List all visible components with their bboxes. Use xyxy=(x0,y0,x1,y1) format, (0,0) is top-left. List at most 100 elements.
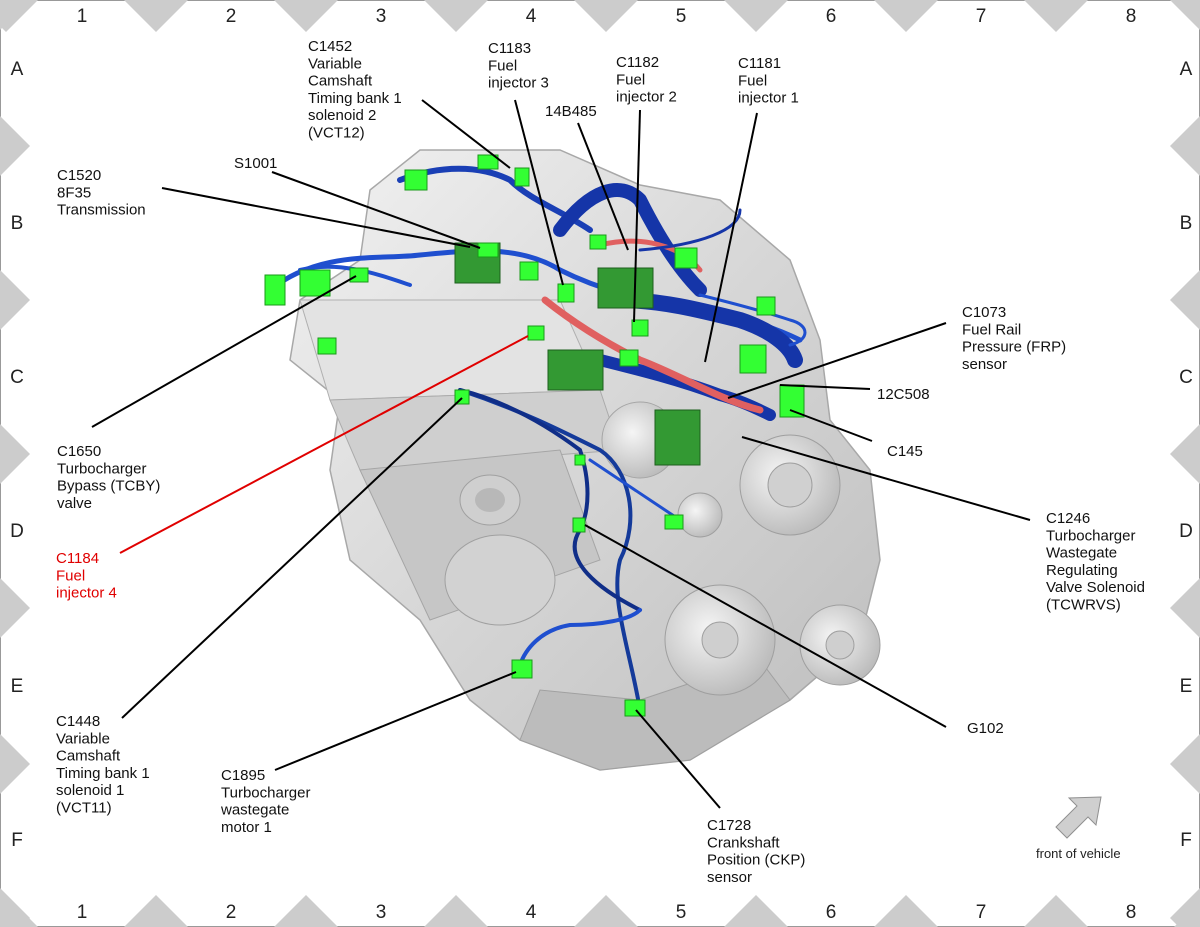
callout-line: sensor xyxy=(962,356,1007,373)
front-arrow-icon xyxy=(1055,796,1102,839)
grid-col-label-top: 1 xyxy=(77,6,88,27)
grid-marker xyxy=(724,895,788,927)
callout-line: Timing bank 1 xyxy=(308,90,402,107)
callout-line: Regulating xyxy=(1046,562,1118,579)
callout-line: solenoid 1 xyxy=(56,782,124,799)
callout-line: C1650 xyxy=(57,443,101,460)
grid-marker xyxy=(574,895,638,927)
callout-line: Valve Solenoid xyxy=(1046,579,1145,596)
callout-line: (TCWRVS) xyxy=(1046,597,1121,614)
grid-col-label-bottom: 4 xyxy=(526,902,537,923)
callout-line: (VCT12) xyxy=(308,125,365,142)
callout-line: C1895 xyxy=(221,767,265,784)
grid-marker xyxy=(1024,0,1088,32)
grid-row-label-left: E xyxy=(11,676,24,697)
callout-line: S1001 xyxy=(234,155,277,172)
callout-line: injector 3 xyxy=(488,75,549,92)
grid-col-label-bottom: 7 xyxy=(976,902,987,923)
callout-line: Timing bank 1 xyxy=(56,765,150,782)
grid-col-label-bottom: 6 xyxy=(826,902,837,923)
grid-row-label-left: C xyxy=(10,367,24,388)
grid-marker xyxy=(1170,888,1200,927)
grid-marker xyxy=(874,0,938,32)
callout-14b485: 14B485 xyxy=(545,103,597,120)
callout-line: C1182 xyxy=(616,54,659,71)
callout-line: Fuel xyxy=(56,567,85,584)
callout-line: injector 4 xyxy=(56,585,117,602)
grid-col-label-top: 7 xyxy=(976,6,987,27)
callout-12c508: 12C508 xyxy=(877,386,930,403)
grid-row-label-right: D xyxy=(1179,521,1193,542)
callout-line: C1728 xyxy=(707,817,751,834)
callout-line: C1184 xyxy=(56,550,99,567)
grid-col-label-bottom: 3 xyxy=(376,902,387,923)
callout-line: Turbocharger xyxy=(1046,527,1136,544)
grid-marker xyxy=(724,0,788,32)
grid-marker xyxy=(1170,578,1200,638)
connectors xyxy=(264,154,805,717)
grid-row-label-right: F xyxy=(1180,830,1192,851)
grid-col-label-top: 3 xyxy=(376,6,387,27)
callout-line: Fuel Rail xyxy=(962,321,1021,338)
grid-col-label-bottom: 1 xyxy=(77,902,88,923)
callout-line: valve xyxy=(57,495,92,512)
grid-col-label-bottom: 5 xyxy=(676,902,687,923)
callout-line: C1073 xyxy=(962,304,1006,321)
callout-line: Fuel xyxy=(616,71,645,88)
grid-col-label-top: 8 xyxy=(1126,6,1137,27)
callout-g102: G102 xyxy=(967,720,1004,737)
callout-line: G102 xyxy=(967,720,1004,737)
callout-line: Variable xyxy=(308,55,362,72)
callout-line: C1246 xyxy=(1046,510,1090,527)
grid-row-label-left: F xyxy=(11,830,23,851)
callout-line: injector 2 xyxy=(616,89,677,106)
grid-marker xyxy=(424,0,488,32)
grid-marker xyxy=(1170,270,1200,330)
callout-line: Camshaft xyxy=(308,73,373,90)
callout-line: C1183 xyxy=(488,40,531,57)
callout-line: solenoid 2 xyxy=(308,107,376,124)
callout-line: C145 xyxy=(887,443,923,460)
callout-line: Turbocharger xyxy=(57,460,147,477)
callout-line: C1181 xyxy=(738,55,781,72)
callout-line: Turbocharger xyxy=(221,784,311,801)
callout-line: Fuel xyxy=(738,72,767,89)
grid-marker xyxy=(1170,424,1200,484)
callout-line: 14B485 xyxy=(545,103,597,120)
grid-col-label-top: 2 xyxy=(226,6,237,27)
grid-col-label-top: 6 xyxy=(826,6,837,27)
callout-line: sensor xyxy=(707,869,752,886)
grid-marker xyxy=(424,895,488,927)
callout-line: C1452 xyxy=(308,38,352,55)
callout-line: Variable xyxy=(56,730,110,747)
grid-marker xyxy=(0,270,30,330)
grid-marker xyxy=(1170,0,1200,30)
grid-row-label-right: A xyxy=(1180,59,1193,80)
grid-marker xyxy=(274,895,338,927)
grid-marker xyxy=(274,0,338,32)
grid-marker xyxy=(0,0,30,30)
front-of-vehicle-label: front of vehicle xyxy=(1036,846,1121,861)
leader-lines xyxy=(91,99,1031,809)
grid-marker xyxy=(874,895,938,927)
callout-line: 12C508 xyxy=(877,386,930,403)
callout-line: C1520 xyxy=(57,167,101,184)
callout-line: motor 1 xyxy=(221,819,272,836)
callout-line: Crankshaft xyxy=(707,834,780,851)
callout-line: C1448 xyxy=(56,713,100,730)
grid-marker xyxy=(1024,895,1088,927)
grid-marker xyxy=(0,424,30,484)
callout-line: Bypass (TCBY) xyxy=(57,478,160,495)
